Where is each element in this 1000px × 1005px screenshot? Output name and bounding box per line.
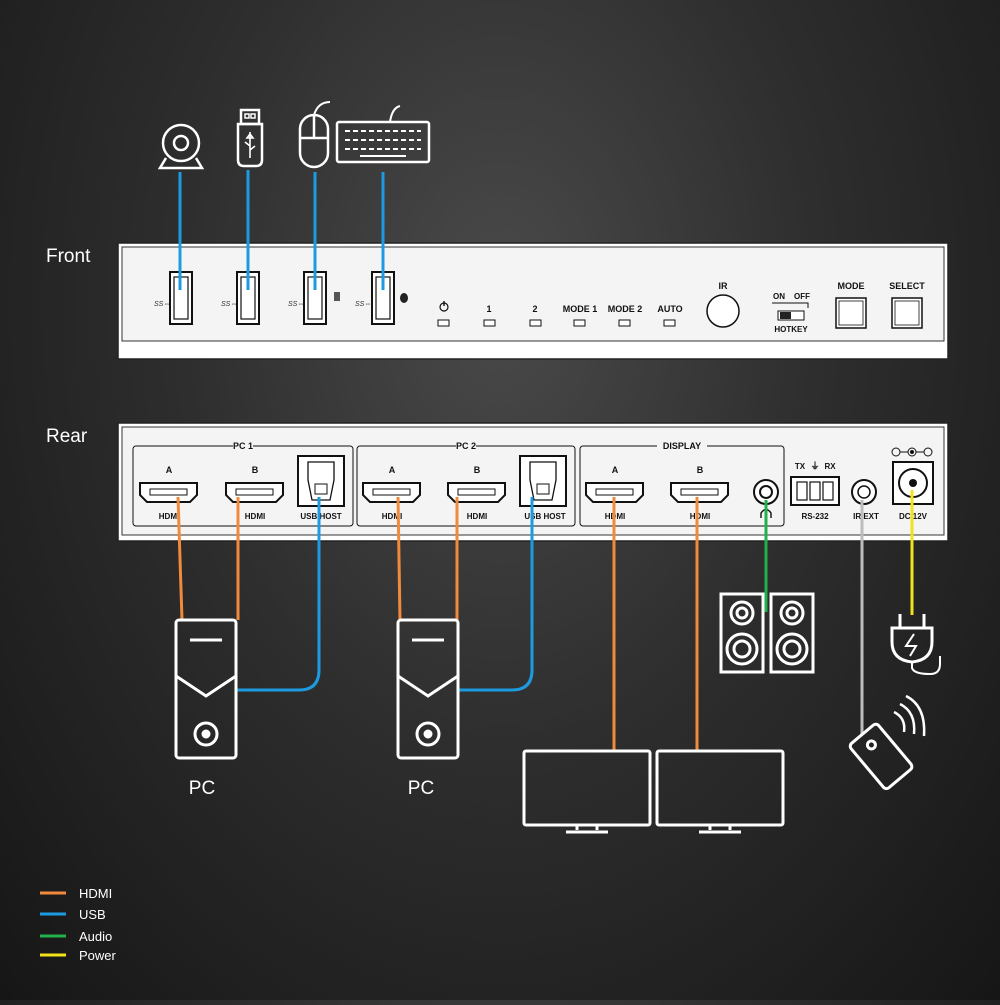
legend-item-usb: USB — [40, 907, 106, 922]
svg-text:MODE 2: MODE 2 — [608, 304, 643, 314]
led-1: 1 — [483, 304, 496, 327]
rs232-terminal[interactable]: TX ⏚ RX RS-232 — [790, 461, 840, 521]
pc2-hdmi-b-port[interactable] — [447, 482, 506, 503]
svg-text:RX: RX — [824, 462, 836, 471]
svg-text:A: A — [389, 465, 396, 475]
monitor-icon — [655, 749, 785, 834]
select-button[interactable]: SELECT — [889, 281, 925, 329]
rear-pc2-group: PC 2 A B HDMI HDMI USB HOST — [356, 440, 576, 527]
svg-text:HDMI: HDMI — [245, 512, 265, 521]
pc-left-label: PC — [189, 778, 215, 799]
mode-button[interactable]: MODE — [835, 281, 867, 329]
speaker-icon — [719, 592, 765, 674]
led-mode-1: MODE 1 — [563, 304, 598, 327]
svg-text:HDMI: HDMI — [382, 512, 402, 521]
svg-text:HOTKEY: HOTKEY — [774, 325, 808, 334]
front-panel: SS⇔ SS⇔ SS⇔ SS⇔ 1 — [117, 242, 949, 360]
svg-text:SS⇔: SS⇔ — [154, 301, 170, 308]
front-usb-port-3[interactable]: SS⇔ — [288, 271, 340, 325]
rear-display-group: DISPLAY A B HDMI HDMI — [579, 440, 785, 527]
svg-text:A: A — [612, 465, 619, 475]
pc2-usb-host-port[interactable] — [519, 455, 567, 507]
svg-text:A: A — [166, 465, 173, 475]
svg-text:PC 1: PC 1 — [233, 441, 253, 451]
svg-text:SS⇔: SS⇔ — [355, 301, 371, 308]
svg-text:B: B — [697, 465, 704, 475]
svg-text:RS-232: RS-232 — [801, 512, 829, 521]
rear-usb-cables — [237, 497, 534, 692]
legend-item-hdmi: HDMI — [40, 886, 112, 901]
svg-text:⏚: ⏚ — [810, 461, 819, 471]
svg-text:B: B — [474, 465, 481, 475]
svg-text:HDMI: HDMI — [159, 512, 179, 521]
rear-label: Rear — [46, 426, 88, 447]
front-label: Front — [46, 246, 91, 267]
polarity-icon — [891, 447, 933, 457]
rear-pc1-group: PC 1 A B HDMI HDMI USB HOST — [132, 440, 354, 527]
hotkey-switch[interactable]: ON OFF HOTKEY — [772, 292, 810, 334]
pc-right-label: PC — [408, 778, 434, 799]
svg-text:USB HOST: USB HOST — [524, 512, 565, 521]
svg-text:SS⇔: SS⇔ — [288, 301, 304, 308]
webcam-icon — [157, 123, 205, 170]
svg-text:2: 2 — [532, 304, 537, 314]
pc-tower-icon — [174, 618, 238, 760]
pc1-hdmi-b-port[interactable] — [225, 482, 284, 503]
pc1-usb-host-port[interactable] — [297, 455, 345, 507]
svg-text:IR: IR — [719, 281, 729, 291]
legend-item-power: Power — [40, 948, 117, 963]
power-led — [437, 301, 450, 327]
svg-text:1: 1 — [486, 304, 491, 314]
legend-item-audio: Audio — [40, 929, 112, 944]
svg-text:AUTO: AUTO — [657, 304, 682, 314]
svg-text:TX: TX — [795, 462, 806, 471]
svg-text:DISPLAY: DISPLAY — [663, 441, 701, 451]
svg-text:B: B — [252, 465, 259, 475]
svg-text:MODE: MODE — [838, 281, 865, 291]
svg-text:HDMI: HDMI — [690, 512, 710, 521]
front-usb-port-4[interactable]: SS⇔ — [355, 271, 408, 325]
svg-text:MODE 1: MODE 1 — [563, 304, 598, 314]
svg-text:OFF: OFF — [794, 292, 810, 301]
svg-text:SELECT: SELECT — [889, 281, 925, 291]
svg-text:HDMI: HDMI — [467, 512, 487, 521]
mouse-icon — [298, 101, 331, 169]
speaker-icon — [769, 592, 815, 674]
rear-hdmi-cables — [176, 496, 699, 750]
led-2: 2 — [529, 304, 542, 327]
legend: HDMI USB Audio Power — [40, 886, 117, 963]
monitor-icon — [522, 749, 652, 834]
mouse-mini-icon — [400, 293, 408, 303]
ir-receiver: IR — [706, 281, 740, 328]
display-hdmi-a-port[interactable] — [585, 482, 644, 503]
pc-tower-icon — [396, 618, 460, 760]
svg-text:Audio: Audio — [79, 929, 112, 944]
svg-text:USB: USB — [79, 907, 106, 922]
front-usb-cables — [178, 170, 385, 290]
usb-drive-icon — [236, 108, 264, 168]
svg-text:HDMI: HDMI — [79, 886, 112, 901]
display-hdmi-b-port[interactable] — [670, 482, 729, 503]
svg-text:PC 2: PC 2 — [456, 441, 476, 451]
keyboard-icon — [335, 105, 431, 164]
led-auto: AUTO — [657, 304, 683, 327]
power-plug-icon — [890, 614, 941, 676]
keyboard-mini-icon — [334, 292, 340, 301]
svg-text:IR EXT: IR EXT — [853, 512, 879, 521]
pc1-hdmi-a-port[interactable] — [139, 482, 198, 503]
pc2-hdmi-a-port[interactable] — [362, 482, 421, 503]
svg-text:SS⇔: SS⇔ — [221, 301, 237, 308]
svg-text:USB HOST: USB HOST — [300, 512, 341, 521]
svg-text:Power: Power — [79, 948, 117, 963]
svg-text:ON: ON — [773, 292, 785, 301]
led-mode-2: MODE 2 — [608, 304, 643, 327]
ir-ext-jack[interactable]: IR EXT — [851, 479, 879, 521]
remote-control-icon — [848, 694, 926, 791]
